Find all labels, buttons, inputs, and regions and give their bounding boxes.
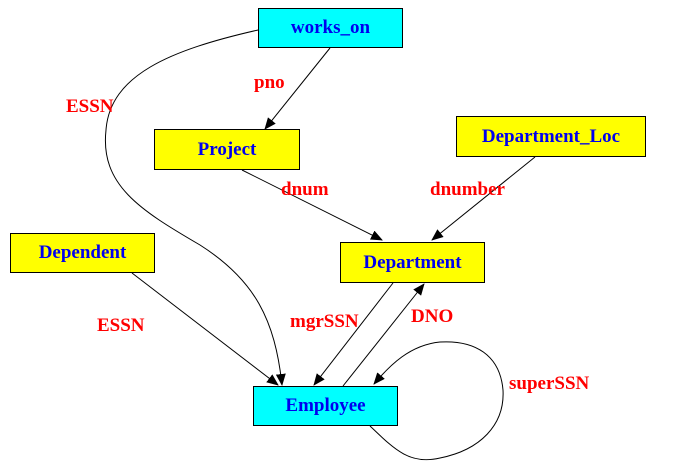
edge-works-on-employee [104,29,286,386]
edge-department-loc-department [431,156,536,241]
edge-label-dnum: dnum [281,179,329,200]
node-project-label: Project [197,138,257,160]
node-department-label: Department [363,251,462,273]
node-dependent[interactable]: Dependent [10,233,155,273]
edge-employee-department [342,283,425,387]
edge-label-essn-dependent: ESSN [97,315,145,336]
node-department-loc[interactable]: Department_Loc [456,116,646,157]
node-dependent-label: Dependent [38,242,127,263]
edge-label-essn-works-on: ESSN [66,96,114,117]
node-works-on-label: works_on [290,17,371,38]
edge-label-dno: DNO [411,306,454,327]
node-employee[interactable]: Employee [253,386,398,426]
node-project[interactable]: Project [154,129,300,170]
edge-label-pno: pno [254,72,285,93]
edge-label-mgrssn: mgrSSN [290,311,359,332]
node-department-loc-label: Department_Loc [481,125,621,147]
edge-employee-self [369,341,504,461]
edge-label-superssn: superSSN [509,373,590,394]
node-department[interactable]: Department [340,242,485,283]
node-employee-label: Employee [285,395,366,416]
edge-department-employee [313,282,394,386]
edge-project-department [241,169,383,241]
node-works-on[interactable]: works_on [258,8,403,48]
edge-dependent-employee [131,272,279,386]
edge-label-dnumber: dnumber [430,179,505,200]
edge-works-on-project [264,47,331,130]
